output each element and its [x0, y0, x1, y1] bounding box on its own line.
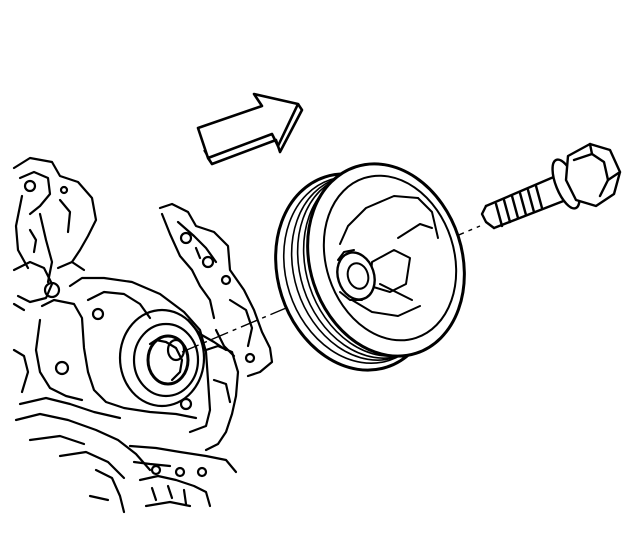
engine-block — [12, 156, 274, 514]
crankshaft-balancer — [274, 162, 466, 372]
direction-arrow-icon — [196, 92, 304, 166]
balancer-bolt — [480, 142, 622, 230]
